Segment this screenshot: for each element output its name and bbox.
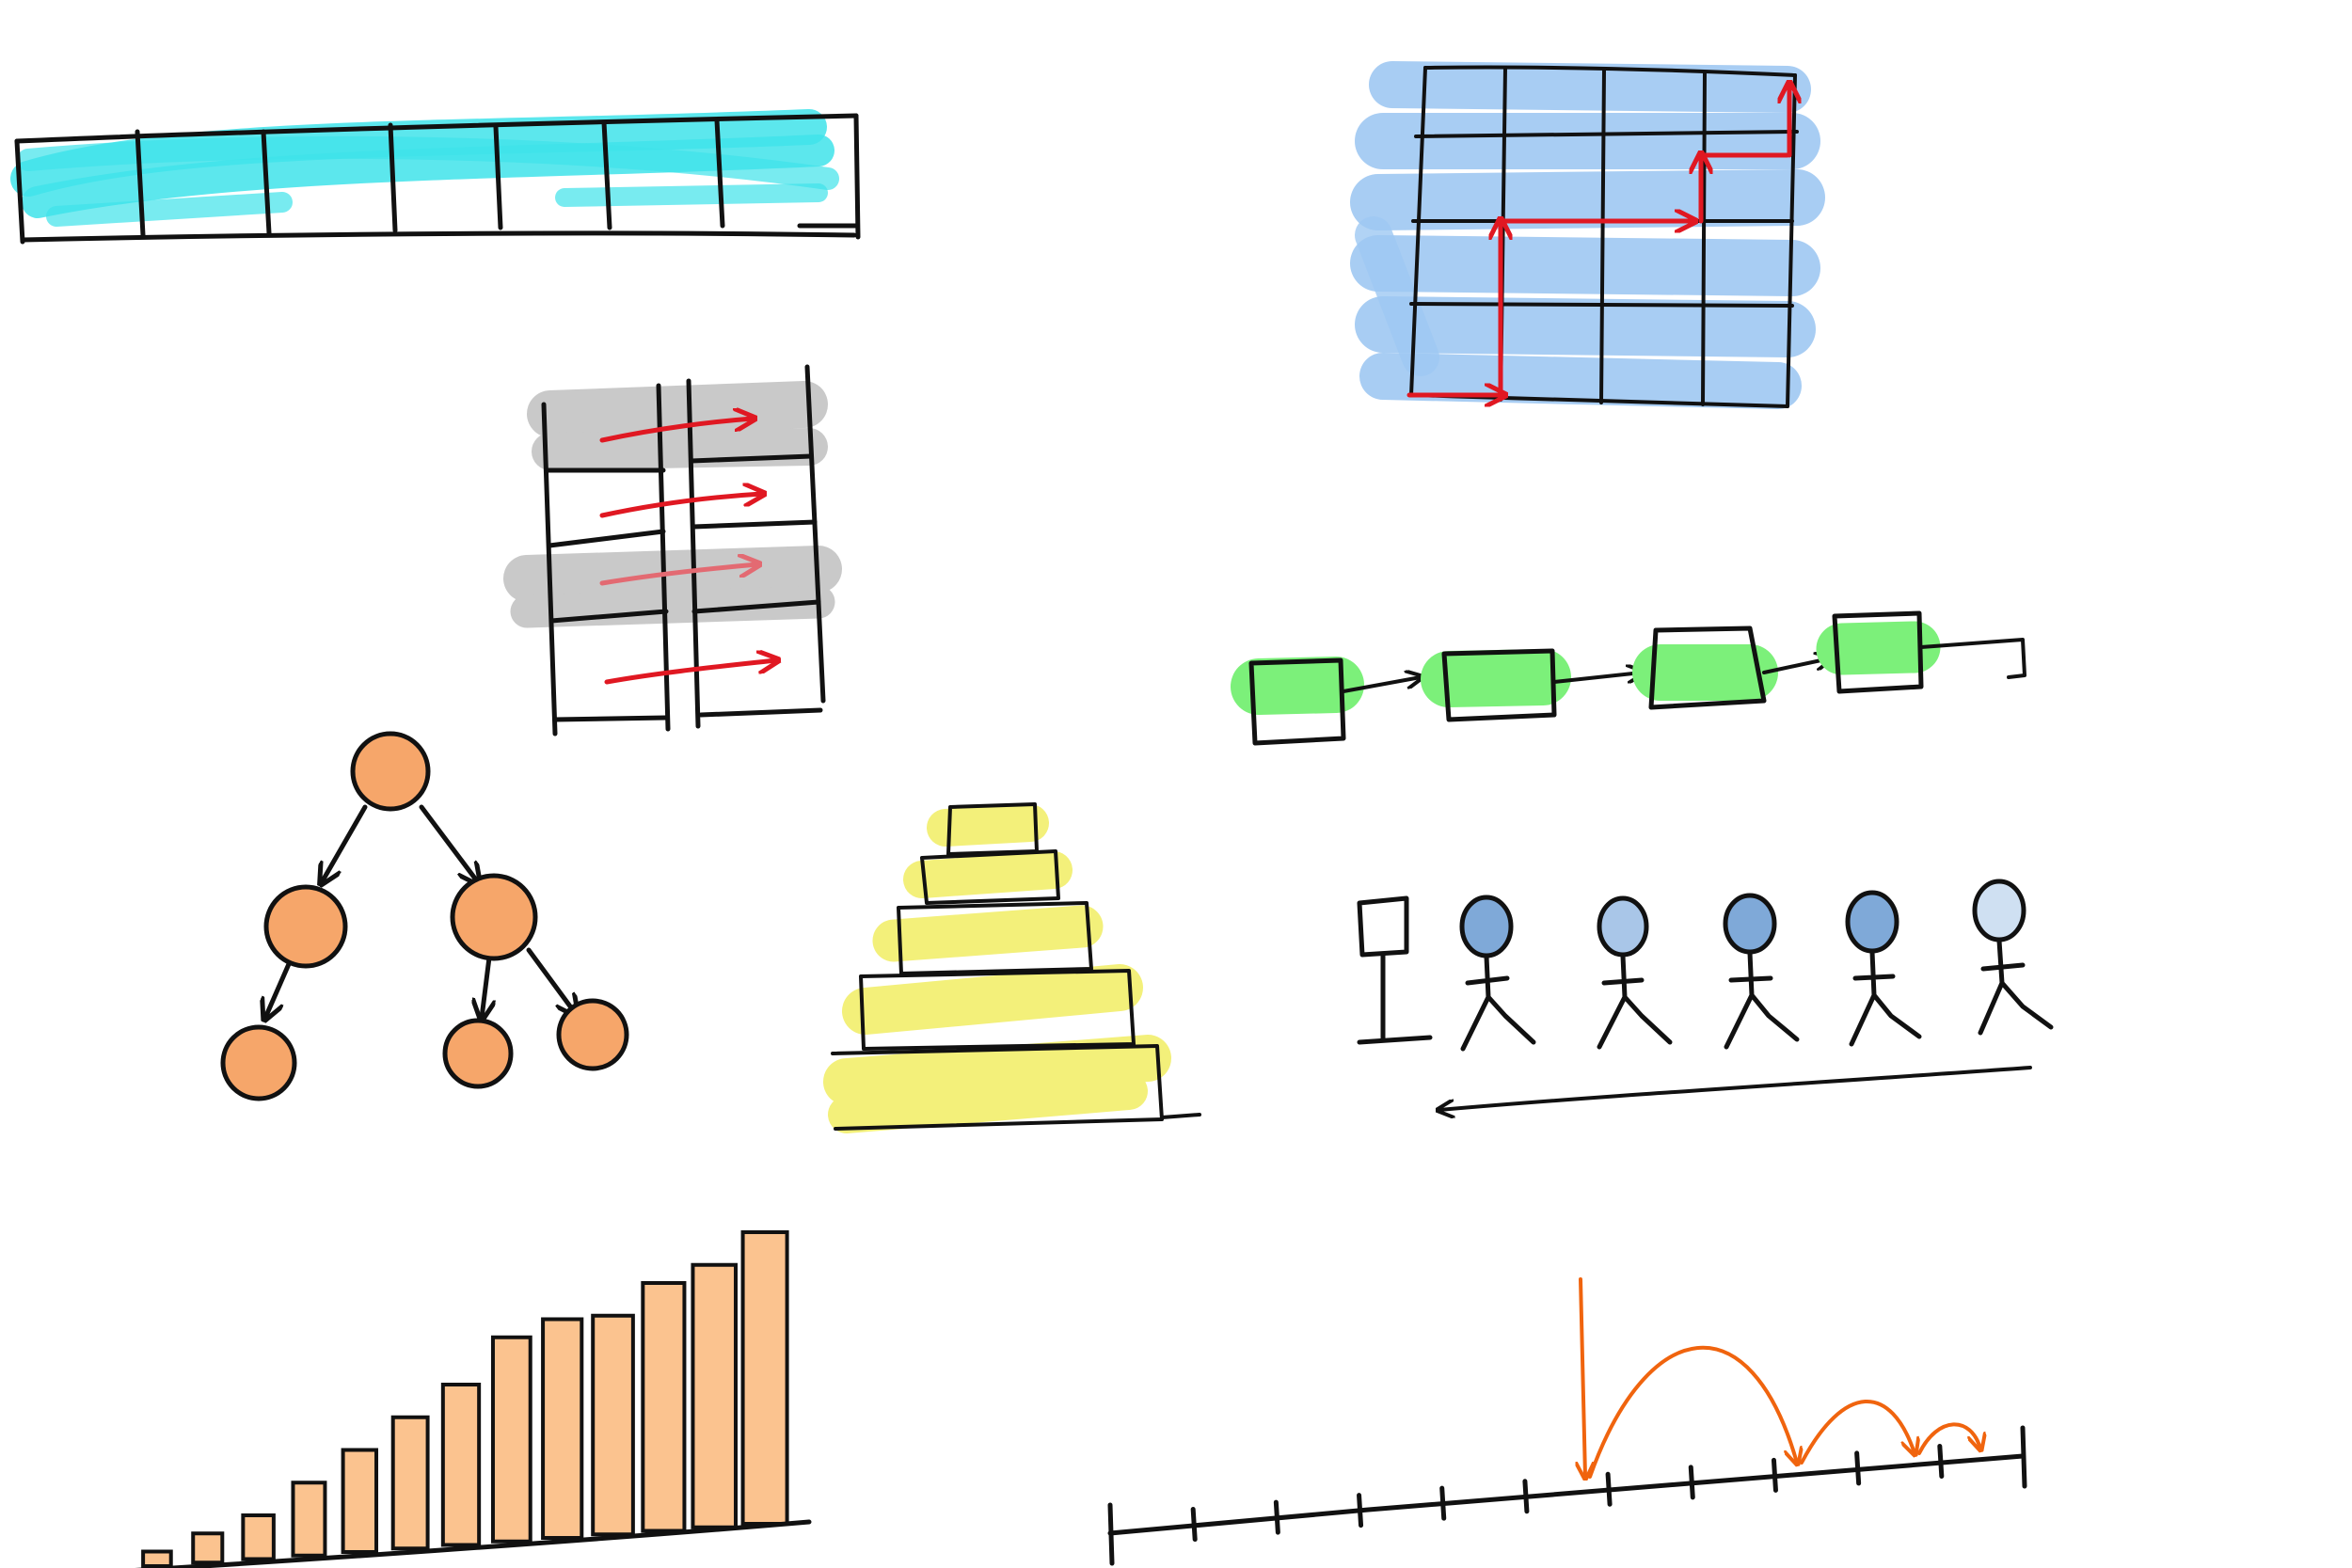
number-line-ticks <box>1107 1425 2027 1566</box>
number-line <box>1107 1453 2026 1536</box>
queue-person-1 <box>1459 895 1536 1052</box>
number-line-jump-icon <box>1107 1277 2027 1566</box>
grid-fill <box>1350 61 1825 409</box>
stack-fill <box>823 804 1171 1133</box>
number-line-tick <box>1688 1465 1695 1500</box>
number-line-tick <box>1605 1471 1613 1507</box>
tree-edges <box>265 804 576 1018</box>
array-fill <box>10 109 839 227</box>
histogram-bar <box>541 1317 584 1540</box>
list-node-1 <box>1231 657 1364 746</box>
queue-person-3 <box>1723 893 1800 1050</box>
tree-nodes <box>220 731 629 1101</box>
table-arrows <box>599 419 776 685</box>
number-line-tick <box>1273 1499 1280 1535</box>
array-icon <box>10 109 861 245</box>
histogram-bar <box>490 1335 532 1544</box>
queue-person-2 <box>1597 895 1673 1050</box>
number-line-tick <box>2020 1425 2027 1489</box>
stack-outline <box>831 802 1201 1131</box>
linked-list-icon <box>1231 610 2026 746</box>
histogram-icon <box>135 1230 812 1568</box>
histogram-bar <box>141 1549 173 1568</box>
list-node-3 <box>1632 626 1778 710</box>
table-scan-icon <box>503 364 842 736</box>
binary-tree-icon <box>220 731 629 1101</box>
number-line-tick <box>1522 1479 1530 1514</box>
queue-direction-arrow <box>1439 1066 2032 1110</box>
histogram-bar <box>641 1281 687 1533</box>
jump-2 <box>1800 1400 1915 1465</box>
jump-3 <box>1917 1422 1980 1455</box>
list-node-4 <box>1816 610 1941 694</box>
queue-icon <box>1357 879 2054 1110</box>
number-line-tick <box>1357 1493 1364 1528</box>
histogram-bar <box>291 1481 327 1558</box>
histogram-bars <box>141 1230 789 1568</box>
number-line-tick <box>1107 1502 1115 1566</box>
array-outline <box>14 113 861 245</box>
queue-person-4 <box>1845 890 1922 1047</box>
histogram-bar <box>591 1313 635 1537</box>
histogram-bar <box>740 1230 789 1526</box>
jump-entry-arrow <box>1581 1277 1585 1477</box>
grid-path <box>1406 85 1789 395</box>
number-line-tick <box>1190 1507 1198 1543</box>
number-line-tick <box>1937 1443 1945 1479</box>
jump-1 <box>1588 1346 1797 1479</box>
stack-icon <box>823 802 1201 1133</box>
histogram-bar <box>341 1448 379 1554</box>
histogram-bar <box>241 1513 276 1561</box>
list-tail <box>1919 638 2026 679</box>
queue-head-sign <box>1357 895 1433 1045</box>
histogram-bar <box>191 1531 225 1565</box>
histogram-baseline <box>135 1519 812 1568</box>
histogram-bar <box>440 1383 482 1547</box>
list-node-2 <box>1421 648 1571 722</box>
histogram-bar <box>691 1262 739 1529</box>
number-line-tick <box>1771 1457 1778 1493</box>
histogram-bar <box>390 1415 430 1551</box>
grid-path-icon <box>1350 61 1825 409</box>
queue-person-5 <box>1972 879 2054 1036</box>
table-shading <box>503 381 842 628</box>
number-line-tick <box>1439 1485 1447 1521</box>
list-link-3 <box>1762 658 1830 674</box>
list-link-1 <box>1342 677 1421 693</box>
number-line-tick <box>1854 1450 1862 1486</box>
list-link-2 <box>1552 673 1642 684</box>
